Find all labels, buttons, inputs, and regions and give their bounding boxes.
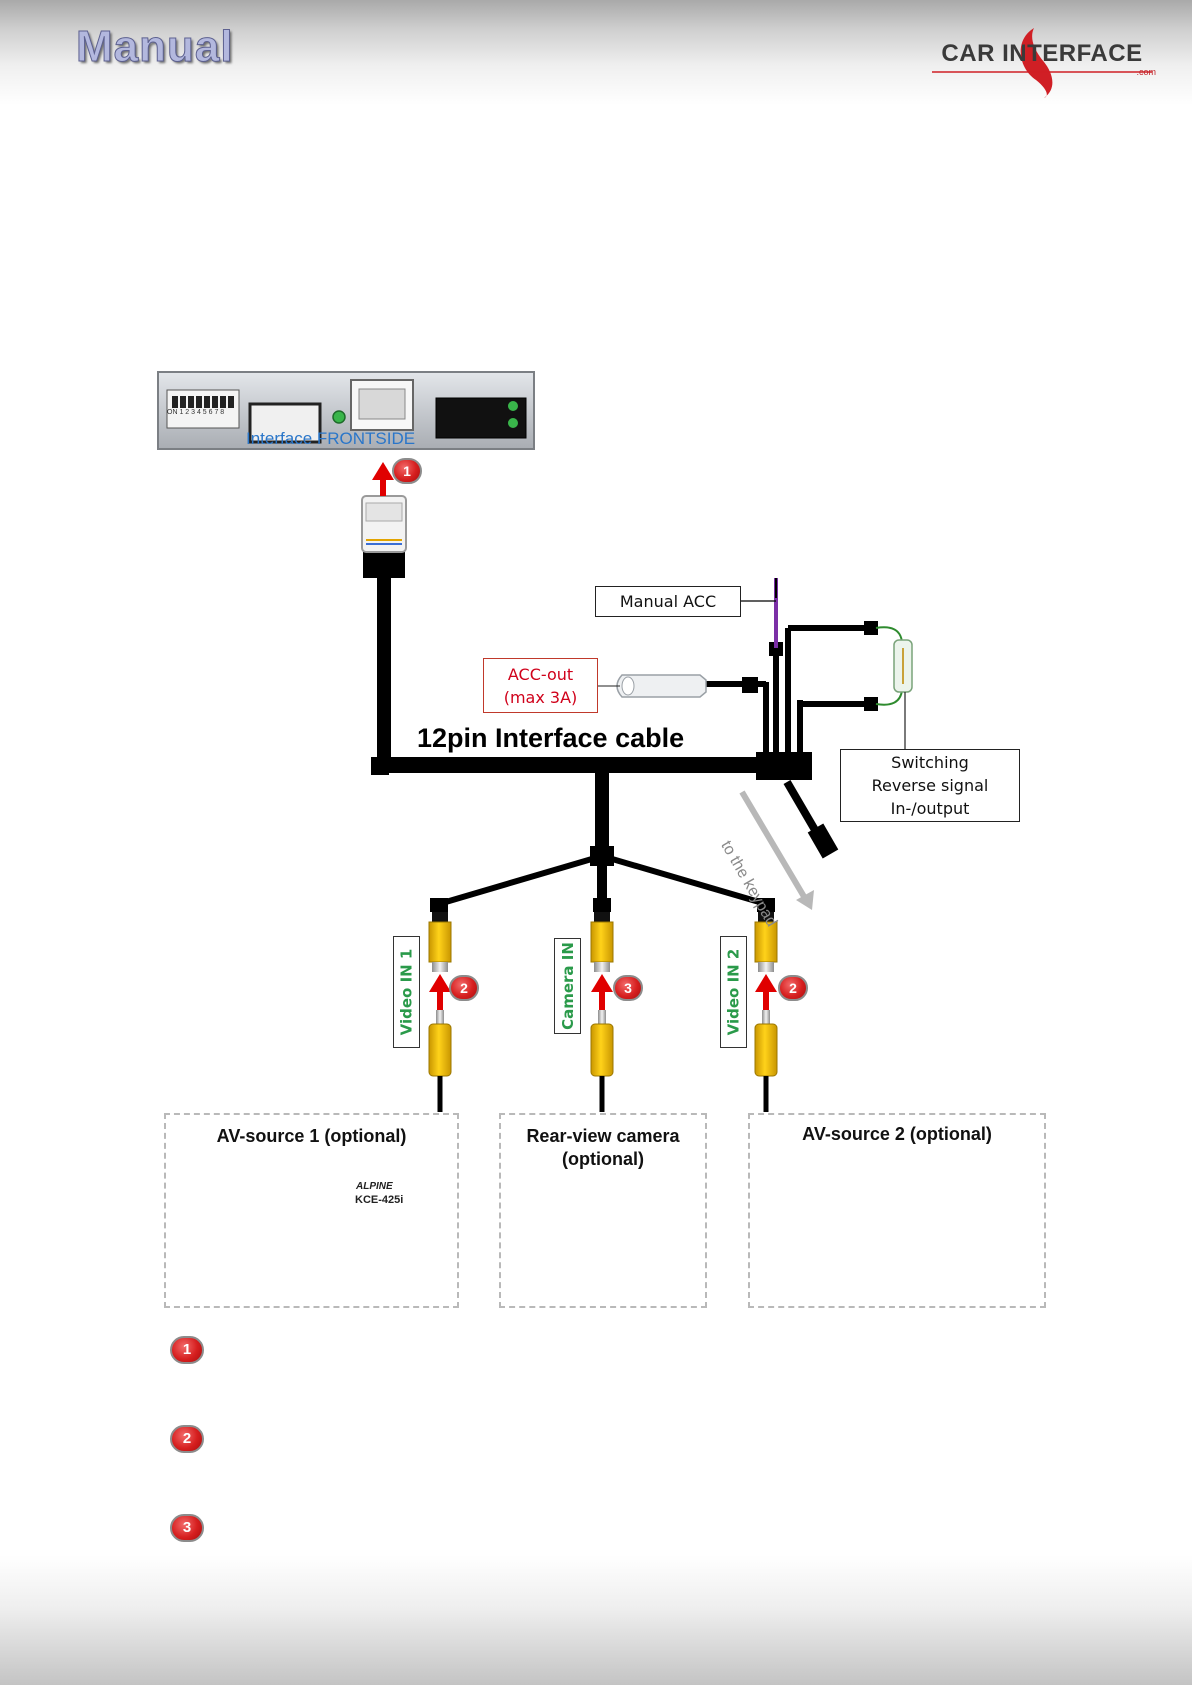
rca-plug-2 <box>590 1010 614 1112</box>
video-in-2-label: Video IN 2 <box>720 936 747 1048</box>
av-source-1-box: AV-source 1 (optional) <box>164 1113 459 1308</box>
rca-socket-2 <box>590 912 614 972</box>
footer-band <box>0 1555 1192 1685</box>
av-source-1-model: KCE-425i <box>355 1194 404 1206</box>
acc-out-label: ACC-out (max 3A) <box>483 658 598 713</box>
acc-out-line-1: ACC-out <box>507 664 574 684</box>
cable-label: 12pin Interface cable <box>417 723 685 753</box>
rca-socket-1 <box>428 912 452 972</box>
marker-video-in-1: 2 <box>449 975 479 1001</box>
av-source-1-brand: ALPINE <box>356 1181 393 1192</box>
logo-domain: .com <box>1136 67 1156 77</box>
switching-line-1: Switching <box>891 753 969 772</box>
rear-camera-box: Rear-view camera (optional) <box>499 1113 707 1308</box>
marker-camera-in: 3 <box>613 975 643 1001</box>
dip-switch-markings: ON 1 2 3 4 5 6 7 8 <box>167 409 225 416</box>
video-in-1-label: Video IN 1 <box>393 936 420 1048</box>
header-band <box>0 0 1192 105</box>
frontside-label: Interface FRONTSIDE <box>246 429 416 448</box>
switching-line-2: Reverse signal <box>871 776 989 795</box>
legend-marker-3: 3 <box>170 1514 204 1542</box>
manual-acc-label: Manual ACC <box>595 586 741 617</box>
logo-swoosh <box>932 28 1152 98</box>
interface-frontside <box>157 371 535 450</box>
video-in-1-text: Video IN 1 <box>397 948 416 1036</box>
video-in-2-text: Video IN 2 <box>724 948 743 1036</box>
switching-line-3: In-/output <box>890 799 970 818</box>
marker-1-top: 1 <box>392 458 422 484</box>
marker-video-in-2: 2 <box>778 975 808 1001</box>
av-source-2-box: AV-source 2 (optional) <box>748 1113 1046 1308</box>
av-source-1-title: AV-source 1 (optional) <box>216 1126 407 1146</box>
led-icon <box>332 410 346 424</box>
manual-title: Manual <box>76 22 234 72</box>
legend-marker-1: 1 <box>170 1336 204 1364</box>
car-interface-logo: CAR INTERFACE .com <box>926 10 1158 98</box>
acc-out-line-2: (max 3A) <box>503 687 578 707</box>
logo-wordmark: CAR INTERFACE <box>941 40 1143 67</box>
rear-camera-title-line-1: Rear-view camera <box>526 1126 680 1146</box>
keypad-arrow <box>739 790 814 910</box>
av-source-2-title: AV-source 2 (optional) <box>802 1124 992 1144</box>
camera-in-label: Camera IN <box>554 938 581 1034</box>
reverse-signal-fuse <box>875 626 913 750</box>
rear-camera-title-line-2: (optional) <box>562 1149 644 1169</box>
power-signal-junction <box>742 625 868 859</box>
rca-socket-3 <box>754 912 778 972</box>
main-cable <box>377 570 768 907</box>
rca-plug-3 <box>754 1010 778 1112</box>
legend-marker-2: 2 <box>170 1425 204 1453</box>
cable-connector-sleeve <box>363 550 405 578</box>
rca-plug-1 <box>428 1010 452 1112</box>
dip-switch-icon <box>172 396 234 408</box>
switching-label: Switching Reverse signal In-/output <box>840 749 1020 822</box>
camera-in-text: Camera IN <box>558 942 577 1030</box>
acc-out-terminal <box>616 674 707 698</box>
harness-connector <box>361 495 407 553</box>
red-arrows <box>372 462 777 1010</box>
